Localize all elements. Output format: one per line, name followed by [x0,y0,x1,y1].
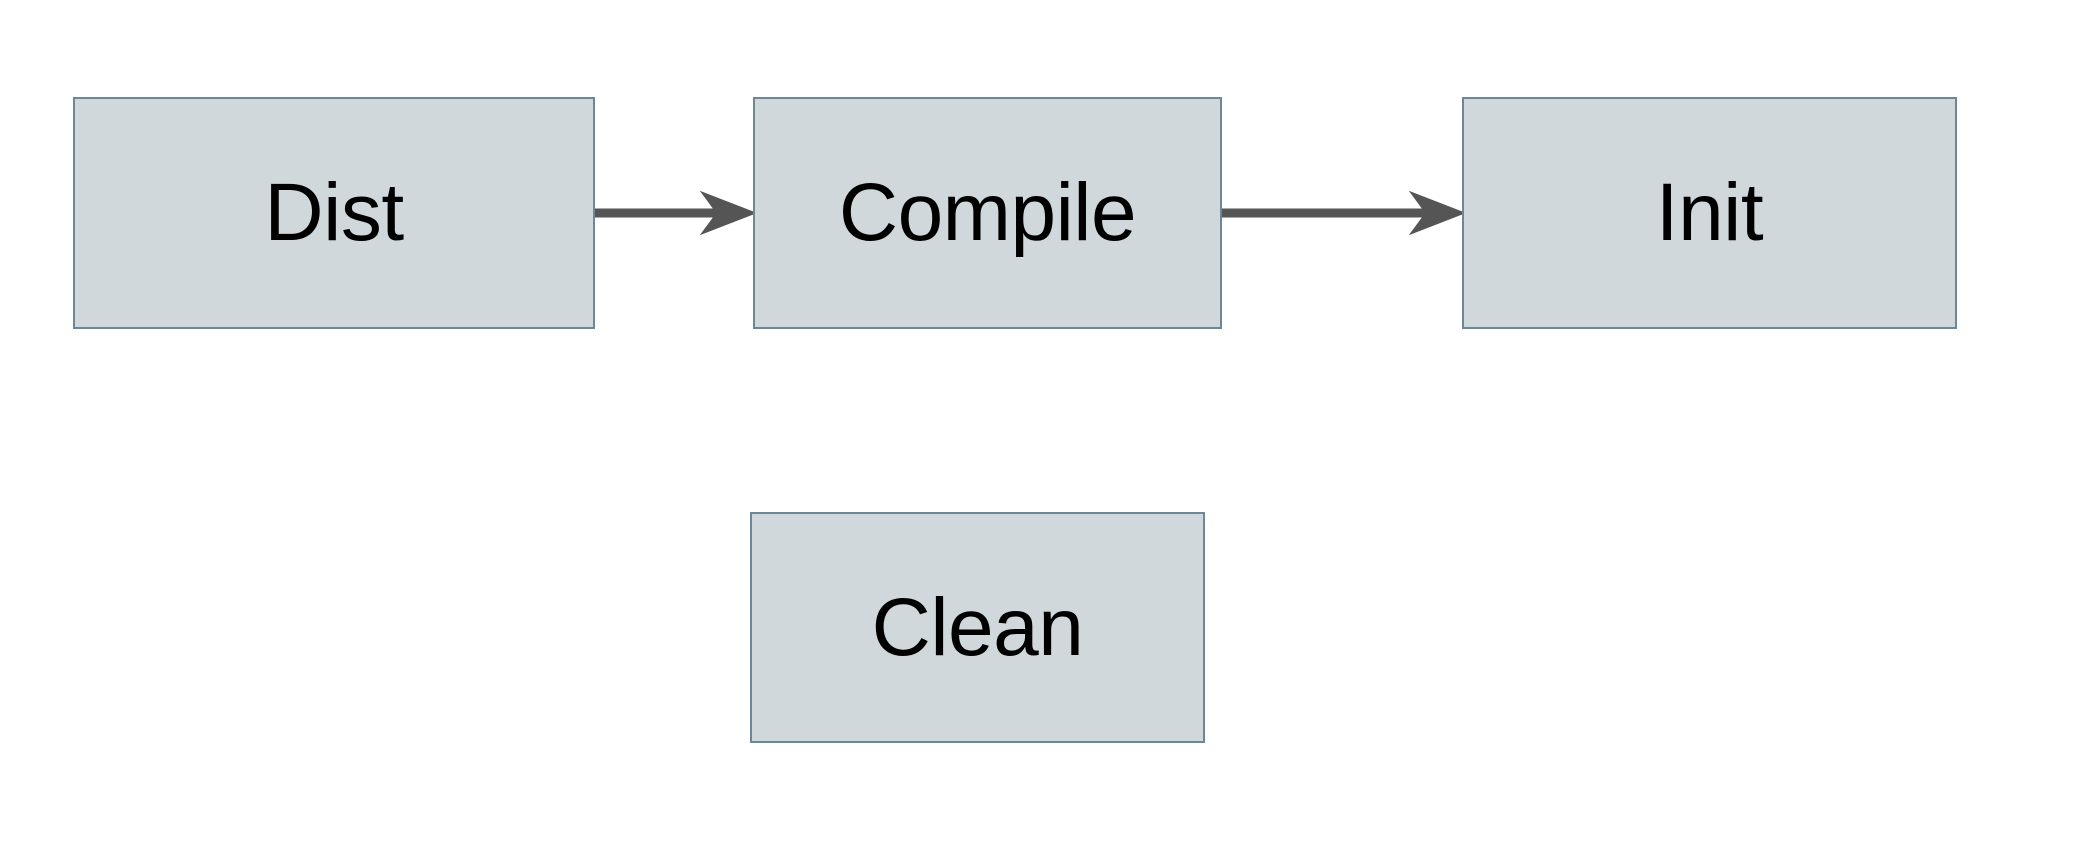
node-compile-label: Compile [838,167,1137,258]
edge-compile-init[interactable] [1222,190,1467,236]
node-init[interactable]: Init [1462,97,1957,329]
node-clean[interactable]: Clean [750,512,1205,743]
edge-compile-init-arrowhead-icon [1408,190,1467,236]
edge-dist-compile[interactable] [595,190,758,236]
node-dist[interactable]: Dist [73,97,595,329]
node-dist-label: Dist [264,167,404,258]
node-init-label: Init [1655,167,1764,258]
node-clean-label: Clean [871,581,1084,673]
node-compile[interactable]: Compile [753,97,1222,329]
edge-dist-compile-arrowhead-icon [699,190,758,236]
